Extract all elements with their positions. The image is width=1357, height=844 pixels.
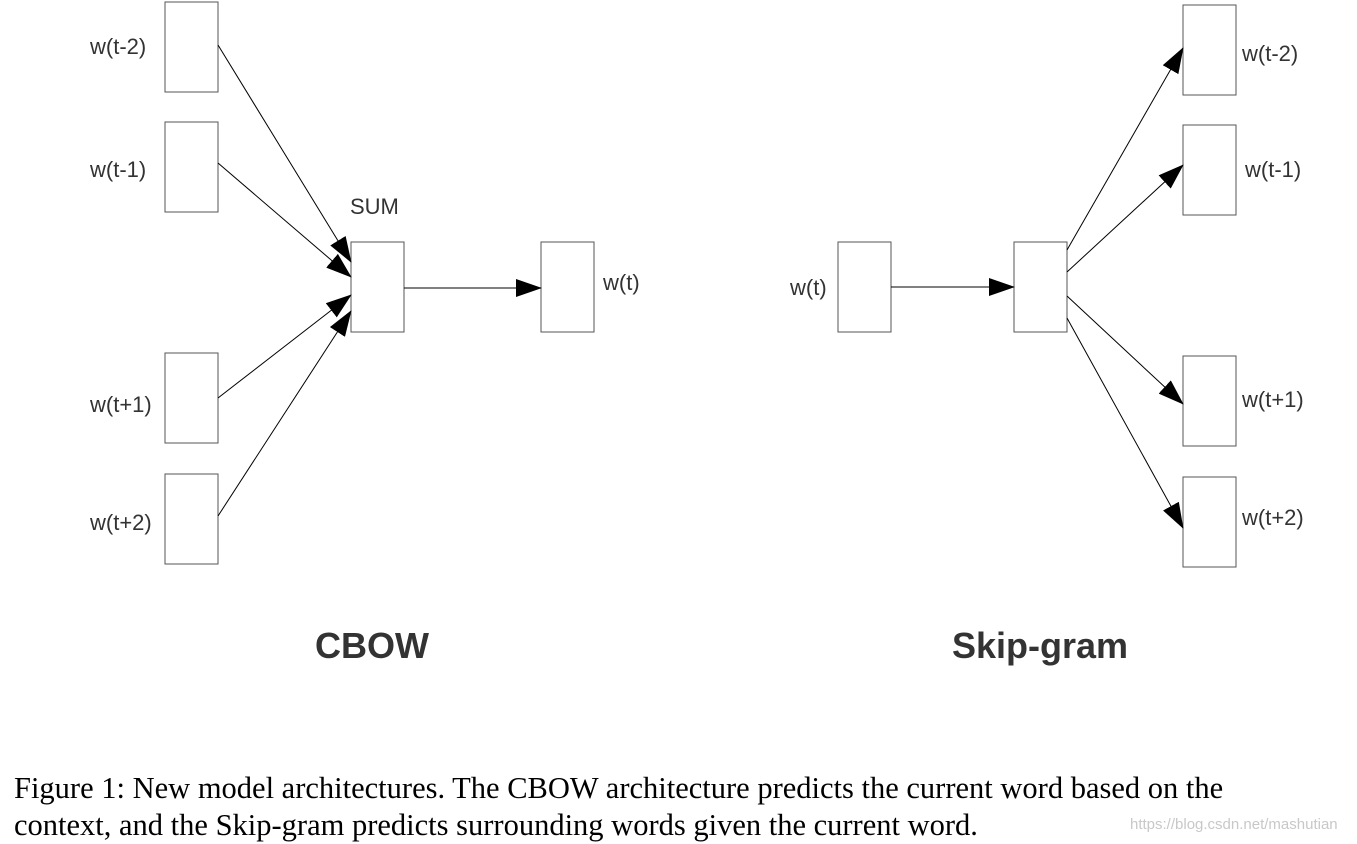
cbow-input-box-t-1	[164, 121, 219, 213]
skipgram-arrow-t-1	[1066, 164, 1184, 273]
figure-caption: Figure 1: New model architectures. The C…	[14, 770, 1357, 844]
skipgram-arrow-t+2	[1066, 317, 1184, 529]
skipgram-output-box-t+1	[1182, 355, 1237, 447]
skipgram-output-label-t+2: w(t+2)	[1241, 505, 1304, 530]
cbow-input-box-t+1	[164, 352, 219, 444]
skipgram-output-label-t-2: w(t-2)	[1241, 41, 1298, 66]
cbow-input-label-t+1: w(t+1)	[89, 392, 152, 417]
cbow-input-label-t-2: w(t-2)	[89, 34, 146, 59]
skipgram-output-label-t+1: w(t+1)	[1241, 387, 1304, 412]
cbow-arrow-t-1	[217, 162, 352, 278]
cbow-sum-box	[350, 241, 405, 333]
caption-line-1: Figure 1: New model architectures. The C…	[14, 771, 1224, 805]
cbow-output-label: w(t)	[602, 270, 640, 295]
skipgram-output-box-t-2	[1182, 4, 1237, 96]
cbow-output-box	[540, 241, 595, 333]
cbow-sum-label: SUM	[350, 194, 399, 219]
cbow-input-label-t+2: w(t+2)	[89, 510, 152, 535]
skipgram-arrow-t+1	[1066, 295, 1184, 405]
cbow-diagram: w(t-2) w(t-1) w(t+1) w(t+2) SUM w(t) CBO…	[89, 1, 640, 666]
cbow-arrow-t+1	[217, 294, 352, 399]
skipgram-output-box-t+2	[1182, 476, 1237, 568]
cbow-arrow-t-2	[217, 44, 352, 263]
skipgram-title: Skip-gram	[952, 625, 1128, 666]
skipgram-input-box	[837, 241, 892, 333]
skipgram-projection-box	[1013, 241, 1068, 333]
skipgram-diagram: w(t) w(t-2) w(t-1) w(t+1) w(t+2) Skip-gr…	[789, 4, 1304, 666]
skipgram-input-label: w(t)	[789, 275, 827, 300]
cbow-input-label-t-1: w(t-1)	[89, 157, 146, 182]
skipgram-output-box-t-1	[1182, 124, 1237, 216]
cbow-input-box-t-2	[164, 1, 219, 93]
caption-line-2: context, and the Skip-gram predicts surr…	[14, 808, 978, 842]
cbow-arrow-t+2	[217, 310, 352, 517]
architecture-diagram: w(t-2) w(t-1) w(t+1) w(t+2) SUM w(t) CBO…	[89, 1, 1304, 666]
watermark: https://blog.csdn.net/mashutian	[1130, 816, 1338, 833]
cbow-title: CBOW	[315, 625, 429, 666]
skipgram-arrow-t-2	[1066, 47, 1184, 251]
cbow-input-box-t+2	[164, 473, 219, 565]
skipgram-output-label-t-1: w(t-1)	[1244, 157, 1301, 182]
